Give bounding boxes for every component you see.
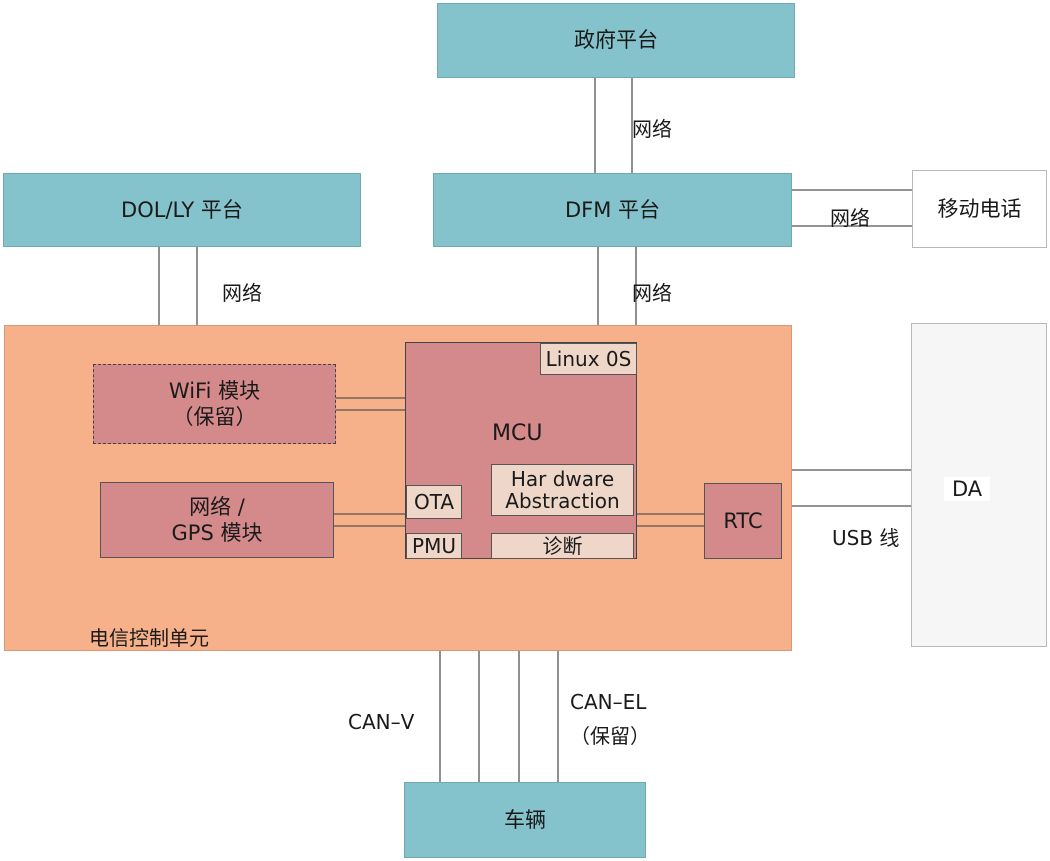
rtc-box: RTC: [704, 483, 782, 559]
wifi-module-note: （保留）: [172, 405, 257, 429]
vehicle-label: 车辆: [504, 807, 546, 832]
tcu-container: WiFi 模块 （保留） 网络 / GPS 模块 Linux 0S MCU Ha…: [4, 325, 792, 651]
diagnosis-label: 诊断: [542, 533, 583, 558]
wifi-module-label: WiFi 模块: [168, 378, 261, 403]
gps-module-line2: GPS 模块: [171, 521, 263, 545]
pmu-label: PMU: [412, 533, 456, 558]
hardware-abstraction-box: Har dware Abstraction: [491, 464, 634, 516]
gps-module-line1: 网络 /: [189, 494, 245, 519]
gps-module-box: 网络 / GPS 模块: [100, 482, 334, 558]
hardware-abstraction-line1: Har dware: [510, 467, 615, 491]
mcu-label: MCU: [492, 421, 543, 446]
can-el-note: （保留）: [570, 724, 650, 748]
wifi-module-box: WiFi 模块 （保留）: [93, 364, 336, 444]
mobile-phone-box: 移动电话: [912, 170, 1047, 248]
mcu-box: Linux 0S MCU Har dware Abstraction OTA P…: [405, 342, 637, 559]
ota-label: OTA: [413, 489, 455, 514]
vehicle-box: 车辆: [404, 782, 646, 858]
tcu-label: 电信控制单元: [89, 626, 209, 650]
mobile-phone-label: 移动电话: [937, 196, 1022, 221]
dfm-platform-box: DFM 平台: [433, 173, 792, 247]
network-label-dfm-mobile: 网络: [830, 206, 870, 230]
linux-os-label: Linux 0S: [545, 346, 632, 371]
can-el-label: CAN–EL: [570, 690, 647, 714]
network-label-dol-tcu: 网络: [222, 281, 262, 305]
dol-platform-label: DOL/LY 平台: [121, 197, 243, 222]
dfm-platform-label: DFM 平台: [564, 197, 661, 222]
network-label-dfm-tcu: 网络: [632, 281, 672, 305]
linux-os-box: Linux 0S: [540, 343, 637, 375]
da-box: DA: [911, 323, 1047, 647]
da-label: DA: [944, 477, 991, 501]
usb-cable-label: USB 线: [832, 526, 900, 550]
tcu-inner-lines: [334, 397, 704, 527]
gov-platform-label: 政府平台: [574, 28, 658, 53]
dol-platform-box: DOL/LY 平台: [3, 173, 361, 247]
can-v-label: CAN–V: [348, 710, 415, 734]
pmu-box: PMU: [406, 533, 462, 559]
rtc-label: RTC: [723, 508, 763, 533]
network-label-gov-dfm: 网络: [632, 117, 672, 141]
hardware-abstraction-line2: Abstraction: [505, 489, 620, 513]
gov-platform-box: 政府平台: [437, 3, 795, 78]
ota-box: OTA: [406, 485, 462, 519]
diagnosis-box: 诊断: [491, 533, 634, 559]
